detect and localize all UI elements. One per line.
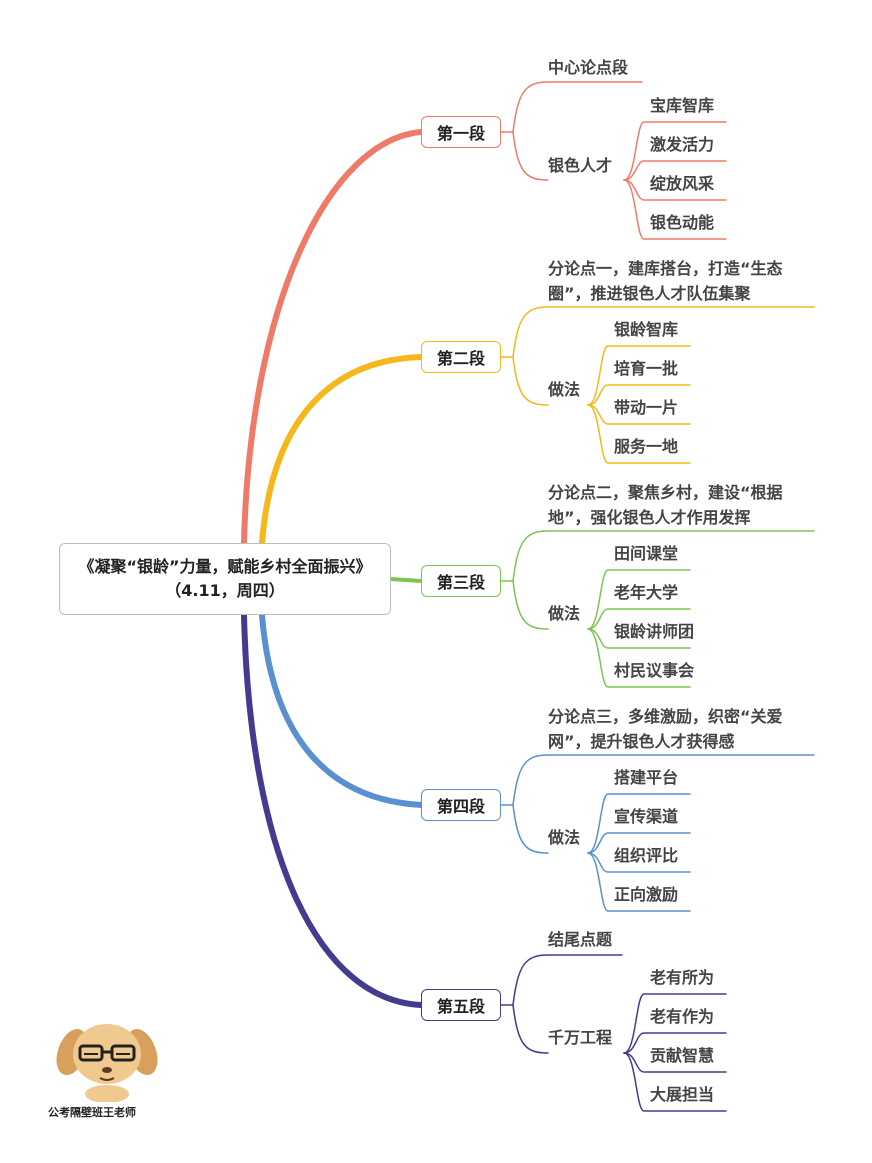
watermark-label: 公考隔壁班王老师 [48,1106,136,1119]
section-5-item-1: 老有所为 [650,968,715,987]
section-1-item-4: 银色动能 [650,213,715,232]
section-1-item-2: 激发活力 [650,135,715,154]
section-3-node[interactable]: 第三段 [421,565,501,597]
section-4-item-4: 正向激励 [614,885,679,904]
section-3-sub: 做法 [548,604,581,623]
section-4-sub: 做法 [548,828,581,847]
connector-point-5 [512,954,623,1006]
connector-point-3 [512,530,815,582]
connector-item-3-4 [587,628,691,688]
section-2-label: 第二段 [436,349,485,368]
connector-point-2 [512,306,815,358]
connector-section-5 [241,612,424,1008]
connector-item-2-2 [587,384,691,406]
connector-section-4 [259,612,424,808]
section-4-item-1: 搭建平台 [614,768,679,787]
connector-item-3-2 [587,608,691,630]
section-2-item-1: 银龄智库 [614,320,679,339]
section-3-point: 分论点二，聚焦乡村，建设“根据地”，强化银色人才作用发挥 [548,483,783,527]
section-3-item-2: 老年大学 [614,583,679,602]
section-4-node[interactable]: 第四段 [421,789,501,821]
connector-sub-2 [512,356,549,406]
connector-sub-5 [512,1004,549,1054]
section-3-item-1: 田间课堂 [614,544,679,563]
section-4-item-3: 组织评比 [614,846,679,865]
connector-item-5-4 [623,1052,727,1112]
connector-item-4-1 [587,793,691,854]
section-1-item-3: 绽放风采 [650,174,715,193]
connector-item-1-4 [623,179,727,240]
section-3-item-4: 村民议事会 [614,661,695,680]
connector-sub-4 [512,804,549,854]
section-4-point: 分论点三，多维激励，织密“关爱网”，提升银色人才获得感 [548,707,783,751]
section-2-node[interactable]: 第二段 [421,341,501,373]
connector-item-5-2 [623,1032,727,1054]
connector-item-1-2 [623,160,727,181]
section-4-item-2: 宣传渠道 [614,807,679,826]
connector-section-2 [259,354,424,546]
section-2-item-3: 带动一片 [614,398,679,417]
connector-item-4-3 [587,852,691,873]
connector-item-2-1 [587,345,691,406]
section-1-label: 第一段 [436,124,485,143]
connector-sub-1 [512,131,549,181]
connector-item-3-1 [587,569,691,630]
connector-item-4-4 [587,852,691,912]
section-5-item-3: 贡献智慧 [650,1046,715,1065]
section-2-point: 分论点一，建库搭台，打造“生态圈”，推进银色人才队伍集聚 [548,259,783,303]
section-4-label: 第四段 [436,797,485,816]
section-5-item-2: 老有作为 [650,1007,715,1026]
connector-point-1 [512,81,643,133]
section-5-node[interactable]: 第五段 [421,989,501,1021]
section-1-item-1: 宝库智库 [650,96,715,115]
section-5-point: 结尾点题 [548,930,613,949]
connector-point-4 [512,754,815,806]
connector-sub-3 [512,580,549,630]
connector-item-5-1 [623,993,727,1054]
section-2-sub: 做法 [548,380,581,399]
connector-item-2-4 [587,404,691,464]
dog-mascot-icon [56,1024,158,1102]
section-5-label: 第五段 [436,997,485,1016]
section-3-item-3: 银龄讲师团 [614,622,695,641]
section-5-sub: 千万工程 [548,1028,613,1047]
section-1-point: 中心论点段 [548,58,629,77]
root-title: 《凝聚“银龄”力量，赋能乡村全面振兴》（4.11，周四） [78,557,372,600]
root-topic[interactable]: 《凝聚“银龄”力量，赋能乡村全面振兴》（4.11，周四） [59,543,391,615]
section-2-item-2: 培育一批 [614,359,679,378]
section-1-node[interactable]: 第一段 [421,116,501,148]
connector-item-1-1 [623,121,727,181]
section-2-item-4: 服务一地 [614,437,679,456]
section-5-item-4: 大展担当 [650,1085,715,1104]
connector-section-1 [241,129,424,546]
connector-item-5-3 [623,1052,727,1073]
connector-item-3-3 [587,628,691,649]
connector-item-4-2 [587,832,691,854]
connector-section-3 [389,577,423,583]
connector-item-2-3 [587,404,691,425]
section-3-label: 第三段 [436,573,485,592]
section-1-sub: 银色人才 [548,156,613,175]
